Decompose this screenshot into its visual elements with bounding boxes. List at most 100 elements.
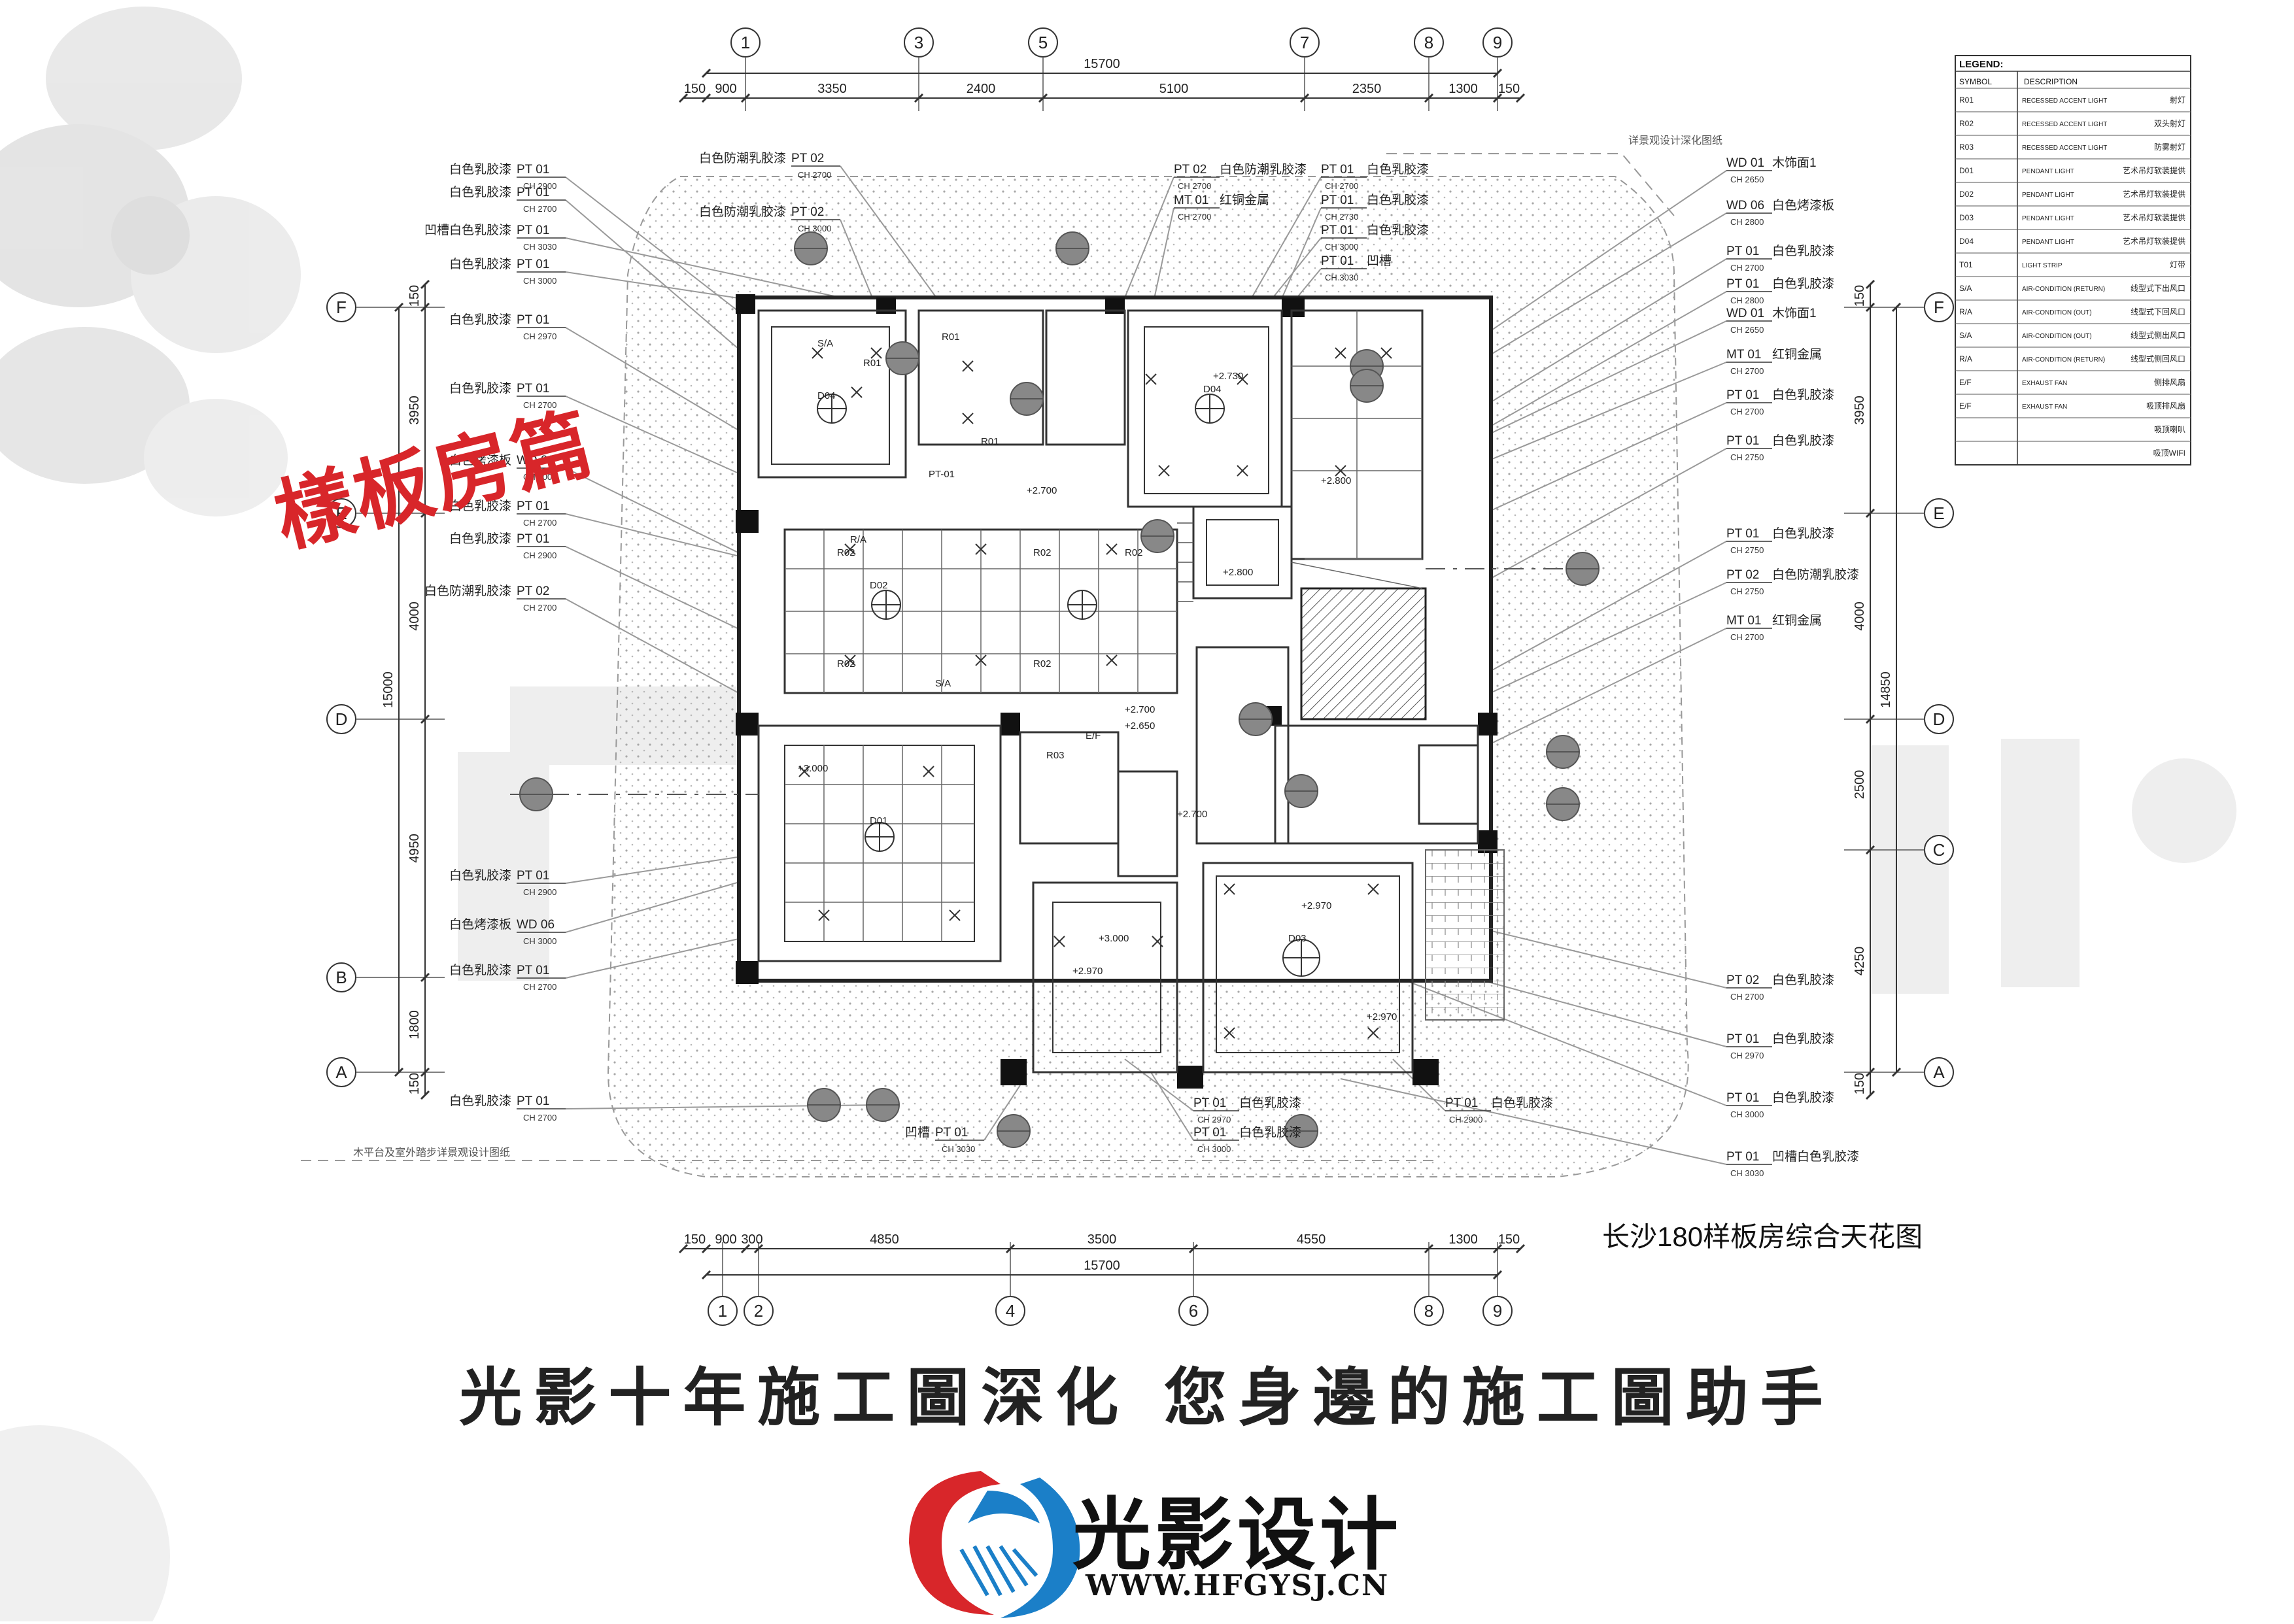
- room-label-14: S/A: [817, 338, 833, 349]
- drawing-title: 长沙180样板房综合天花图: [1602, 1221, 1923, 1252]
- right-callout-14-code: PT 01: [1726, 1150, 1759, 1164]
- top-callout-6-desc: 白色乳胶漆: [1367, 223, 1429, 237]
- grid-bubble-top-1-label: 3: [914, 33, 923, 52]
- right-dim-3: 2500: [1853, 770, 1867, 800]
- left-callout-9-desc: 白色防潮乳胶漆: [424, 584, 511, 598]
- room-label-30: +2.970: [1367, 1011, 1397, 1023]
- top-callout-3-ch: CH 2700: [1178, 212, 1211, 222]
- slogan: 光影十年施工圖深化 您身邊的施工圖助手: [459, 1361, 1835, 1434]
- legend-cn-10: 线型式侧出风口: [2131, 331, 2185, 340]
- left-callout-13-ch: CH 2700: [523, 1113, 556, 1123]
- right-callout-13-code: PT 01: [1726, 1091, 1759, 1105]
- bottom-callout-1-ch: CH 2970: [1197, 1115, 1231, 1125]
- legend-symbol-5: D03: [1959, 213, 1974, 222]
- note-landscape-bottom: 木平台及室外踏步详景观设计图纸: [353, 1147, 510, 1159]
- left-dim-3: 4950: [407, 834, 422, 863]
- room-label-18: PT-01: [929, 469, 955, 480]
- left-callout-0-code: PT 01: [517, 163, 549, 177]
- left-callout-2-code: PT 01: [517, 224, 549, 237]
- right-callout-1-ch: CH 2800: [1730, 217, 1764, 227]
- legend-symbol-6: D04: [1959, 237, 1974, 246]
- left-callout-10-ch: CH 2900: [523, 887, 556, 897]
- right-callout-11-desc: 白色乳胶漆: [1772, 973, 1834, 987]
- room-label-25: +2.650: [1125, 720, 1155, 732]
- legend-en-8: AIR-CONDITION (RETURN): [2022, 286, 2105, 293]
- top-dim-1: 900: [715, 82, 736, 96]
- room-label-19: +2.700: [1027, 485, 1057, 496]
- legend-symbol-10: S/A: [1959, 331, 1972, 340]
- legend-cn-8: 线型式下出风口: [2131, 284, 2185, 293]
- left-callout-4-code: PT 01: [517, 313, 549, 327]
- legend-en-4: PENDANT LIGHT: [2022, 192, 2074, 199]
- right-callout-2-desc: 白色乳胶漆: [1772, 244, 1834, 258]
- grid-bubble-bottom-5-label: 9: [1493, 1301, 1502, 1321]
- room-label-24: +2.800: [1223, 567, 1253, 578]
- legend-cn-1: 双头射灯: [2154, 118, 2185, 128]
- grid-bubble-top-2-label: 5: [1038, 33, 1048, 52]
- grid-bubble-left-1-label: E: [335, 503, 347, 523]
- right-callout-8-ch: CH 2750: [1730, 545, 1764, 555]
- top-callout-1-desc: 白色防潮乳胶漆: [699, 205, 786, 219]
- top-dim-0: 150: [684, 82, 706, 96]
- right-callout-10-ch: CH 2700: [1730, 632, 1764, 642]
- grid-bubble-top-4-label: 8: [1424, 33, 1433, 52]
- left-dim-1: 3950: [407, 396, 422, 425]
- bottom-callout-2-code: PT 01: [1193, 1126, 1226, 1140]
- grid-bubble-left-0-label: F: [336, 297, 347, 317]
- top-dim-6: 1300: [1448, 82, 1478, 96]
- top-callout-4-ch: CH 2700: [1325, 181, 1358, 191]
- legend-header-description: DESCRIPTION: [2024, 77, 2078, 86]
- top-callout-6-code: PT 01: [1321, 224, 1354, 237]
- grid-bubble-right-4-label: A: [1933, 1062, 1945, 1082]
- right-callout-2-ch: CH 2700: [1730, 263, 1764, 273]
- top-callout-5-ch: CH 2730: [1325, 212, 1358, 222]
- grid-bubble-right-0-label: F: [1934, 297, 1944, 317]
- right-callout-1-desc: 白色烤漆板: [1772, 198, 1834, 212]
- legend-en-10: AIR-CONDITION (OUT): [2022, 333, 2092, 340]
- grid-bubble-right-2-label: D: [1933, 709, 1945, 729]
- left-callout-5-ch: CH 2700: [523, 400, 556, 410]
- room-label-11: D03: [1288, 933, 1307, 944]
- right-callout-3-ch: CH 2800: [1730, 296, 1764, 305]
- grid-bubble-bottom-3-label: 6: [1189, 1301, 1198, 1321]
- right-callout-5-desc: 红铜金属: [1772, 347, 1822, 362]
- right-callout-4-desc: 木饰面1: [1772, 306, 1817, 320]
- right-callout-3-code: PT 01: [1726, 277, 1759, 291]
- legend-symbol-7: T01: [1959, 260, 1973, 269]
- right-callout-0-code: WD 01: [1726, 156, 1764, 170]
- right-callout-3-desc: 白色乳胶漆: [1772, 277, 1834, 291]
- room-label-1: R01: [942, 331, 960, 343]
- legend-cn-2: 防雾射灯: [2154, 142, 2185, 152]
- top-callout-2-desc: 白色防潮乳胶漆: [1220, 162, 1307, 177]
- legend-en-9: AIR-CONDITION (OUT): [2022, 309, 2092, 316]
- legend-symbol-12: E/F: [1959, 378, 1972, 387]
- left-callout-8-desc: 白色乳胶漆: [449, 532, 511, 546]
- left-callout-10-code: PT 01: [517, 869, 549, 883]
- room-label-9: D01: [870, 815, 888, 826]
- room-label-6: R02: [837, 658, 855, 669]
- brand-url: WWW.HFGYSJ.CN: [1086, 1569, 1390, 1602]
- right-callout-0-ch: CH 2650: [1730, 175, 1764, 184]
- right-callout-9-ch: CH 2750: [1730, 586, 1764, 596]
- legend-header-symbol: SYMBOL: [1959, 77, 1992, 86]
- legend-en-12: EXHAUST FAN: [2022, 380, 2067, 387]
- right-callout-11-ch: CH 2700: [1730, 992, 1764, 1002]
- right-callout-0-desc: 木饰面1: [1772, 156, 1817, 170]
- legend-symbol-4: D02: [1959, 190, 1974, 199]
- left-callout-5-desc: 白色乳胶漆: [449, 381, 511, 396]
